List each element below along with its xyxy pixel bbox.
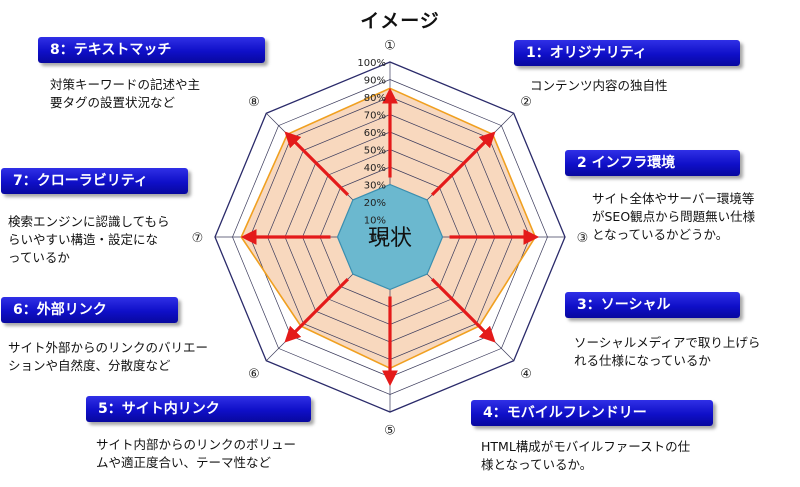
item-3-desc: ソーシャルメディアで取り上げられる仕様になっているか	[574, 335, 761, 368]
axis-number-7: ⑦	[192, 231, 204, 246]
scale-label-70: 70%	[364, 111, 386, 122]
page-title: イメージ	[360, 10, 440, 32]
scale-label-60: 60%	[364, 128, 386, 139]
center-label: 現状	[368, 226, 412, 251]
item-3-header: 3：ソーシャル	[565, 292, 740, 318]
item-4-desc: HTML構成がモバイルファーストの仕様となっているか。	[481, 439, 691, 472]
scale-label-80: 80%	[364, 93, 386, 104]
scale-label-50: 50%	[364, 146, 386, 157]
axis-number-6: ⑥	[248, 367, 260, 382]
item-4-header: 4：モバイルフレンドリー	[471, 400, 713, 426]
item-5-header: 5：サイト内リンク	[86, 396, 311, 422]
axis-number-4: ④	[520, 367, 532, 382]
scale-label-0: 0%	[370, 233, 386, 244]
item-7-header: 7：クローラビリティ	[1, 168, 188, 194]
growth-arrow-4	[430, 277, 496, 343]
scale-label-40: 40%	[364, 163, 386, 174]
item-8-desc: 対策キーワードの記述や主要タグの設置状況など	[50, 77, 201, 110]
item-7-desc: 検索エンジンに認識してもららいやすい構造・設定になっているか	[8, 214, 170, 265]
item-1-header: 1：オリジナリティ	[514, 40, 740, 66]
growth-arrow-6	[284, 277, 350, 343]
scale-label-30: 30%	[364, 181, 386, 192]
axis-number-8: ⑧	[248, 95, 260, 110]
axis-number-1: ①	[384, 39, 396, 54]
axis-number-2: ②	[520, 95, 532, 110]
growth-arrow-8	[284, 131, 350, 197]
scale-label-100: 100%	[357, 58, 386, 69]
item-6-header: 6：外部リンク	[1, 297, 178, 323]
scale-label-90: 90%	[364, 76, 386, 87]
growth-arrow-2	[430, 131, 496, 197]
item-8-header: 8：テキストマッチ	[38, 37, 265, 63]
scale-label-20: 20%	[364, 198, 386, 209]
axis-number-5: ⑤	[384, 424, 396, 439]
item-2-desc: サイト全体やサーバー環境等がSEO観点から問題無い仕様となっているかどうか。	[592, 191, 756, 242]
scale-label-10: 10%	[364, 216, 386, 227]
series-2-area	[336, 183, 444, 291]
item-1-desc: コンテンツ内容の独自性	[530, 78, 668, 93]
item-2-header: 2 インフラ環境	[565, 150, 740, 176]
axis-number-3: ③	[577, 231, 589, 246]
item-5-desc: サイト内部からのリンクのボリュームや適正度合い、テーマ性など	[96, 437, 297, 470]
item-6-desc: サイト外部からのリンクのバリエーションや自然度、分散度など	[8, 340, 209, 373]
